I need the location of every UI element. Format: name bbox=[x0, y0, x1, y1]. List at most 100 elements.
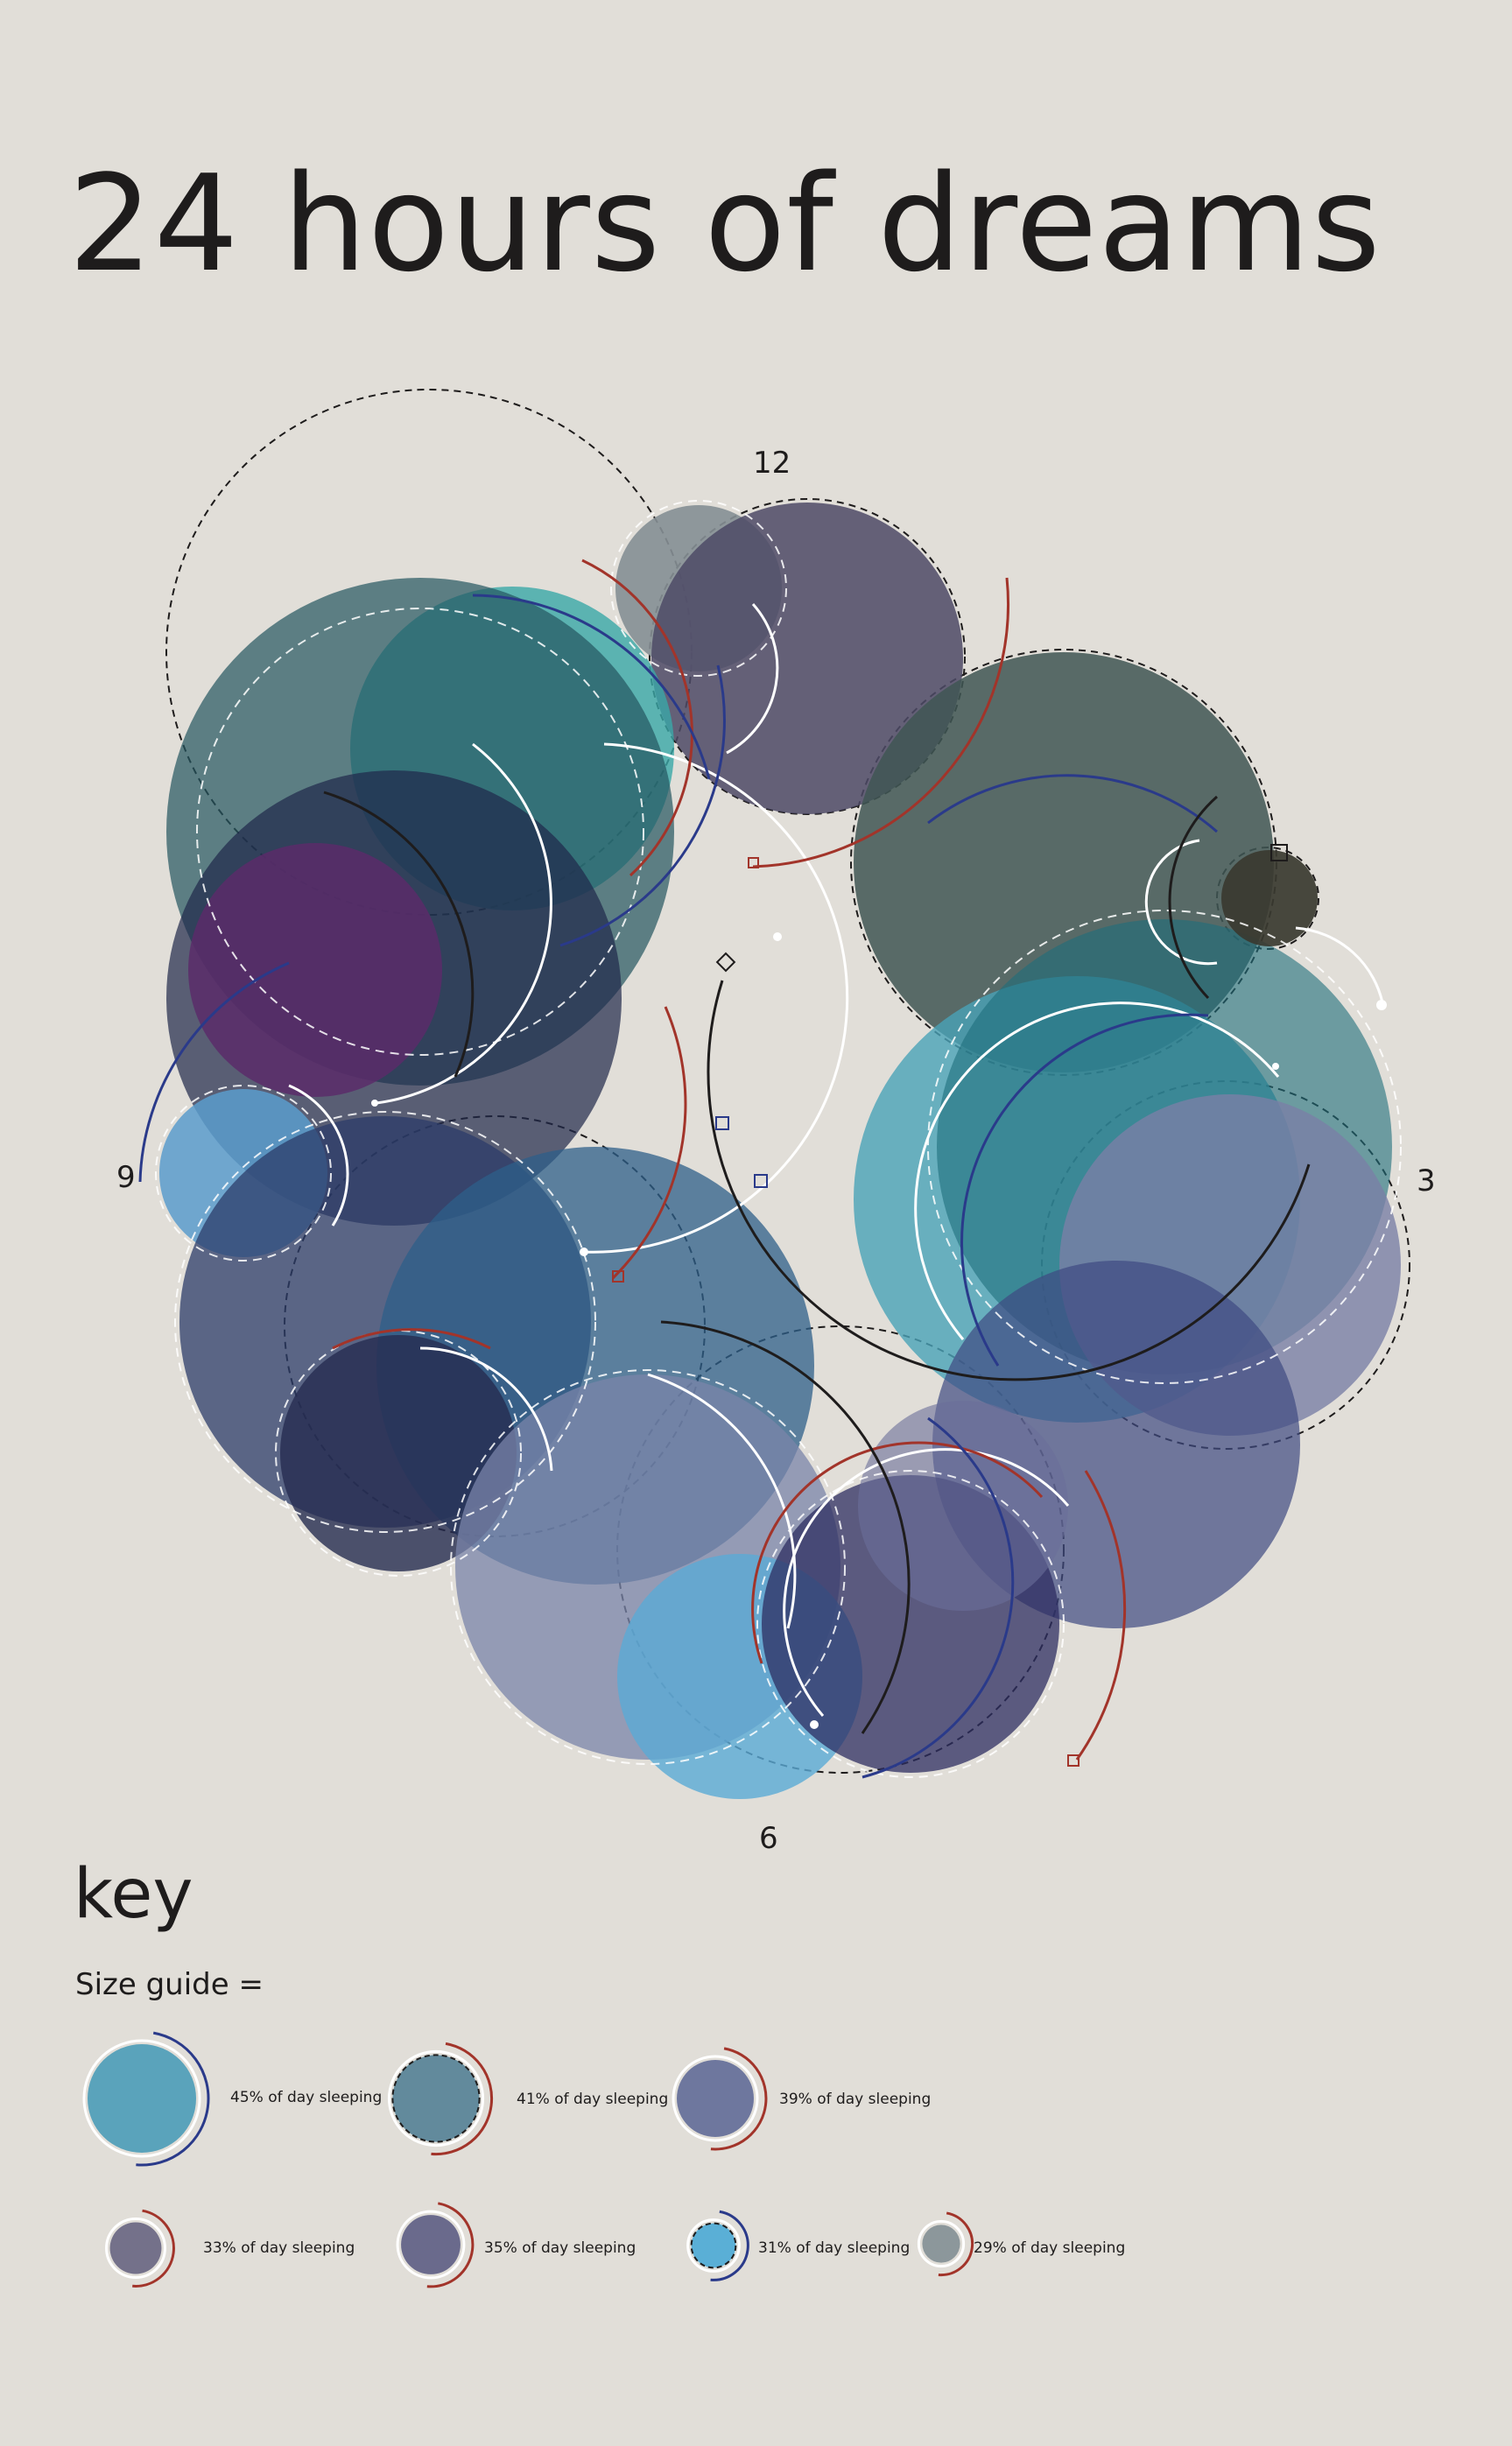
arc-white-10 bbox=[288, 1084, 349, 1227]
key-label-31: 31% of day sleeping bbox=[758, 2239, 911, 2257]
swatch-circle bbox=[88, 2044, 196, 2153]
swatch-circle bbox=[391, 2054, 481, 2143]
key-label-29: 29% of day sleeping bbox=[974, 2239, 1126, 2257]
circle-dark-small bbox=[1221, 850, 1318, 946]
white-ring-8 bbox=[174, 1111, 596, 1533]
key-label-45: 45% of day sleeping bbox=[230, 2089, 383, 2106]
dot-2 bbox=[371, 1100, 378, 1107]
white-ring-7 bbox=[450, 1369, 846, 1765]
swatch-halo bbox=[82, 2039, 201, 2158]
dot-5 bbox=[1272, 1063, 1279, 1070]
swatch-arc bbox=[136, 2031, 210, 2167]
white-dashed-rings bbox=[155, 500, 1402, 1778]
size-guide-label: Size guide = bbox=[75, 1967, 264, 2002]
swatch-halo bbox=[686, 2218, 741, 2273]
swatch-circle bbox=[401, 2215, 461, 2274]
arc-blue-2 bbox=[559, 664, 726, 947]
arc-red-2 bbox=[752, 577, 1010, 868]
dot-3 bbox=[580, 1248, 588, 1256]
arc-blue-1 bbox=[472, 594, 711, 780]
marker-4 bbox=[1067, 1754, 1079, 1767]
circle-purple-left bbox=[188, 843, 442, 1097]
clock-label-6: 6 bbox=[759, 1821, 778, 1856]
size-guide-swatches bbox=[82, 2031, 974, 2288]
dream-circles bbox=[159, 503, 1401, 1799]
swatch-circle bbox=[677, 2060, 754, 2137]
swatch-halo bbox=[387, 2049, 485, 2147]
size-swatch-29 bbox=[917, 2211, 974, 2277]
swatch-arc bbox=[710, 2047, 768, 2151]
arc-red-5 bbox=[751, 1441, 1044, 1664]
size-swatch-31 bbox=[686, 2210, 749, 2281]
dot-4 bbox=[810, 1720, 819, 1729]
swatch-circle bbox=[690, 2222, 737, 2269]
arc-white-1 bbox=[376, 742, 552, 1105]
page-title: 24 hours of dreams bbox=[68, 146, 1382, 301]
clock-label-12: 12 bbox=[753, 446, 791, 481]
arc-white-6 bbox=[419, 1346, 553, 1472]
swatch-arc bbox=[710, 2210, 749, 2281]
arc-black-4 bbox=[660, 1320, 911, 1734]
arc-red-4 bbox=[1075, 1470, 1127, 1761]
key-title: key bbox=[74, 1855, 193, 1934]
arc-black-2 bbox=[1168, 795, 1218, 1000]
marker-7 bbox=[715, 952, 736, 973]
arc-white-5 bbox=[1144, 839, 1218, 966]
swatch-arc bbox=[426, 2202, 475, 2288]
marker-3 bbox=[754, 1174, 768, 1188]
circle-slate-top bbox=[651, 503, 963, 814]
marker-6 bbox=[748, 857, 759, 868]
white-ring-2 bbox=[196, 608, 644, 1056]
arc-blue-6 bbox=[138, 961, 290, 1183]
swatch-arc bbox=[431, 2042, 494, 2156]
dot-1 bbox=[1376, 1000, 1387, 1010]
key-label-35: 35% of day sleeping bbox=[484, 2239, 636, 2257]
arc-markers bbox=[371, 844, 1387, 1767]
arc-red-1 bbox=[581, 559, 693, 877]
clock-label-3: 3 bbox=[1417, 1163, 1436, 1198]
size-swatch-33 bbox=[105, 2209, 175, 2288]
arc-blue-3 bbox=[927, 774, 1218, 833]
white-ring-4 bbox=[155, 1085, 332, 1262]
clock-label-9: 9 bbox=[116, 1160, 136, 1195]
circle-lavender-bottom-right bbox=[858, 1401, 1068, 1611]
dot-6 bbox=[773, 932, 782, 941]
dream-circle-diagram bbox=[138, 389, 1410, 1799]
marker-5 bbox=[612, 1270, 624, 1283]
key-label-41: 41% of day sleeping bbox=[517, 2091, 669, 2108]
arc-white-2 bbox=[581, 742, 849, 1254]
arc-black-1 bbox=[707, 980, 1311, 1381]
white-ring-5 bbox=[275, 1330, 522, 1577]
size-swatch-39 bbox=[672, 2047, 768, 2151]
arc-blue-4 bbox=[960, 1013, 1209, 1367]
arc-white-9 bbox=[1295, 926, 1385, 1008]
arc-blue-5 bbox=[861, 1416, 1015, 1779]
white-ring-6 bbox=[756, 1470, 1065, 1778]
arc-white-4 bbox=[783, 1448, 1070, 1717]
circle-navy-small bbox=[280, 1335, 517, 1571]
white-ring-3 bbox=[927, 910, 1402, 1384]
size-swatch-45 bbox=[82, 2031, 210, 2167]
marker-2 bbox=[715, 1116, 729, 1130]
white-ring-1 bbox=[610, 500, 787, 677]
size-swatch-35 bbox=[396, 2202, 475, 2288]
arc-red-6 bbox=[332, 1328, 491, 1350]
size-swatch-41 bbox=[387, 2042, 494, 2156]
swatch-circle bbox=[109, 2222, 162, 2274]
arc-red-3 bbox=[611, 1006, 687, 1280]
arc-white-8 bbox=[726, 603, 779, 755]
arc-white-7 bbox=[647, 1373, 797, 1629]
swatch-halo bbox=[396, 2210, 466, 2280]
swatch-circle bbox=[922, 2225, 960, 2263]
arc-black-3 bbox=[323, 791, 475, 1078]
swatch-halo bbox=[105, 2218, 166, 2279]
key-label-39: 39% of day sleeping bbox=[779, 2091, 932, 2108]
key-label-33: 33% of day sleeping bbox=[203, 2239, 355, 2257]
arc-white-3 bbox=[914, 1002, 1280, 1340]
sleep-arcs bbox=[138, 559, 1385, 1779]
swatch-arc bbox=[132, 2209, 175, 2288]
swatch-halo bbox=[917, 2219, 966, 2268]
swatch-arc bbox=[938, 2211, 974, 2277]
marker-1 bbox=[1270, 844, 1288, 861]
swatch-halo bbox=[672, 2055, 759, 2142]
